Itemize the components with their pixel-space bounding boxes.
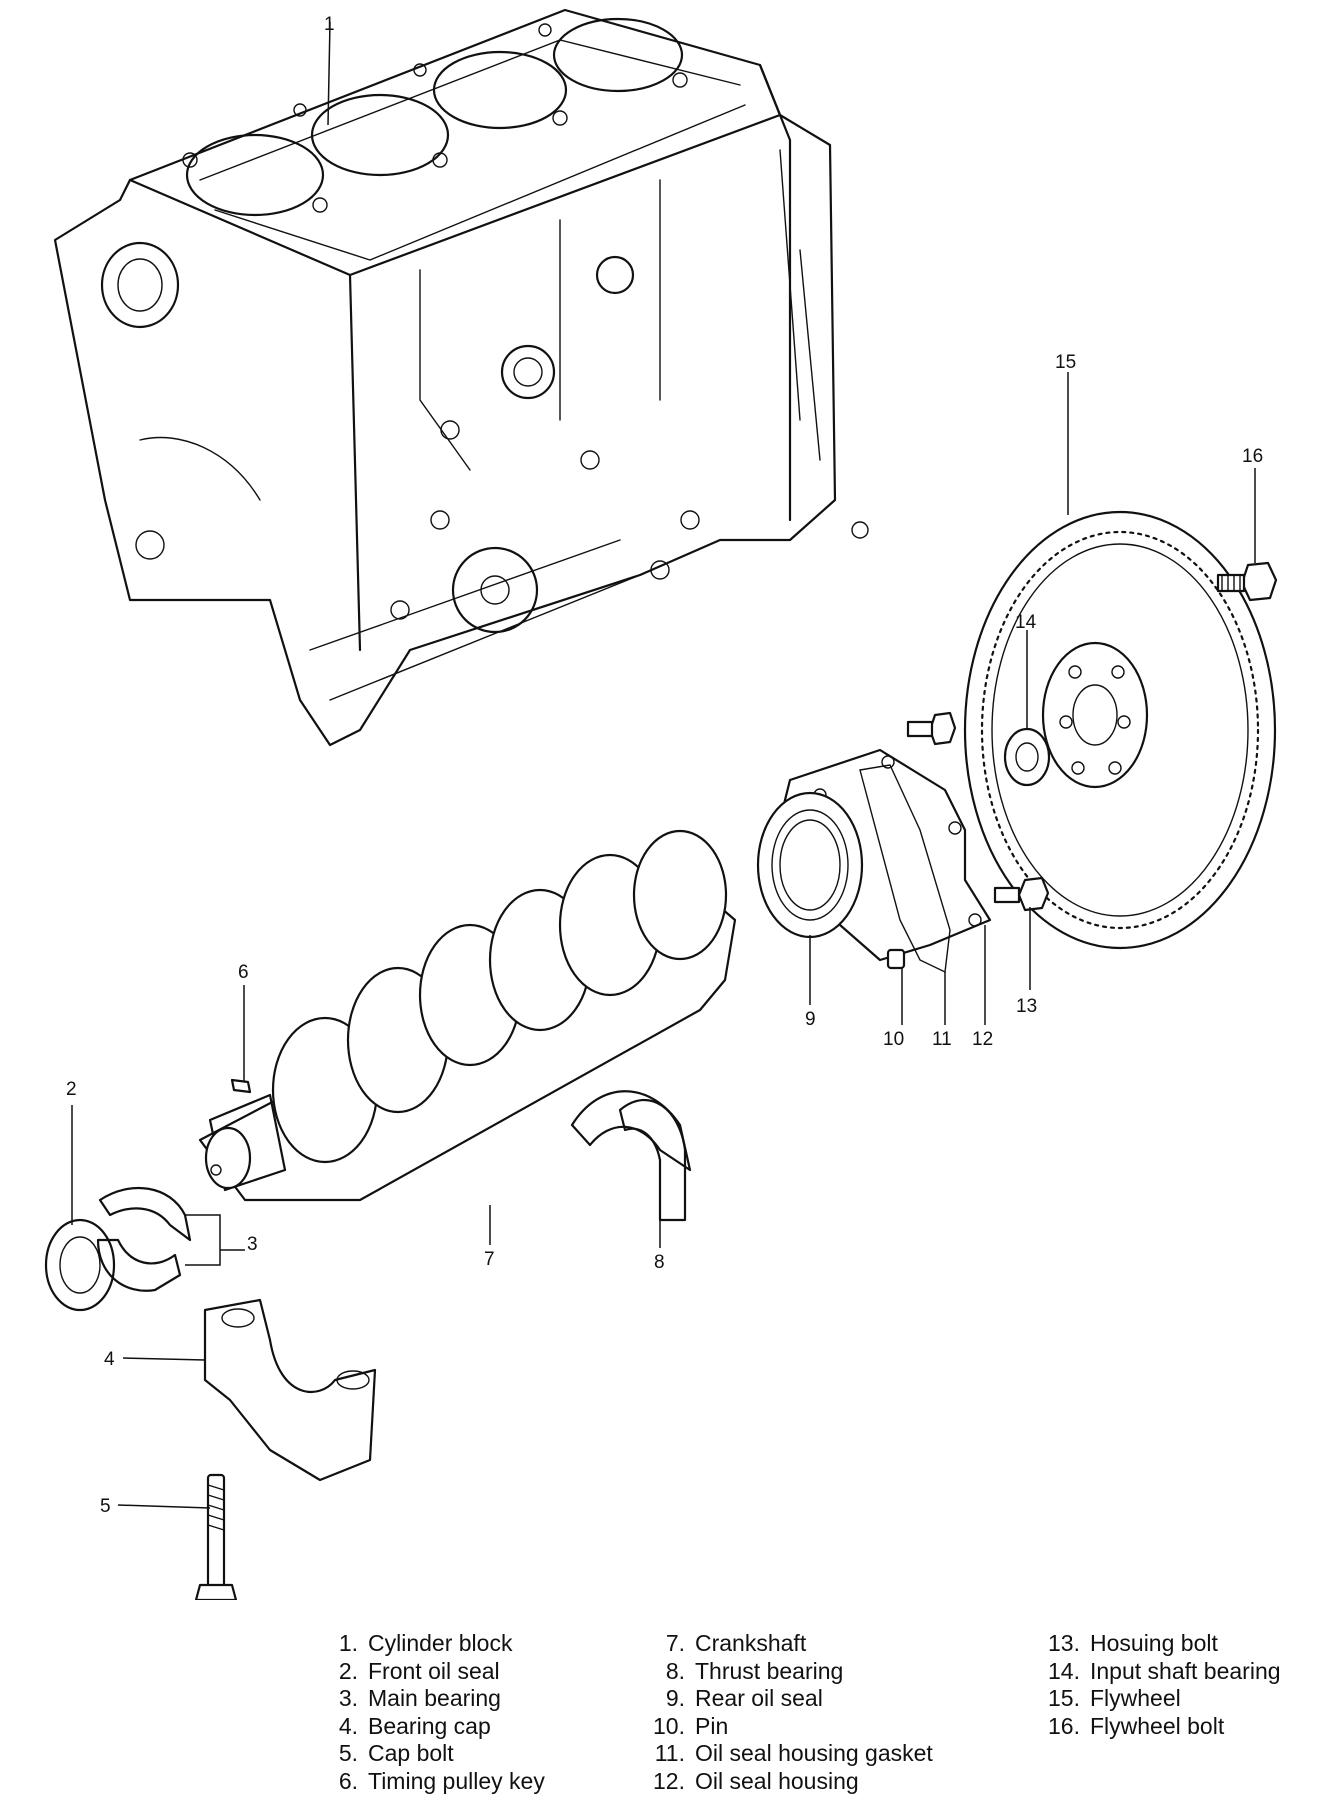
housing-bolt-upper xyxy=(906,711,957,746)
timing-pulley-key xyxy=(230,1078,252,1094)
legend-item: 1. Cylinder block xyxy=(328,1630,545,1658)
legend-number: 12. xyxy=(653,1767,685,1794)
bearing-cap xyxy=(203,1298,377,1482)
callout-3: 3 xyxy=(247,1234,258,1255)
callout-14: 14 xyxy=(1015,612,1037,633)
callout-5: 5 xyxy=(100,1496,111,1517)
legend-number: 7. xyxy=(665,1630,685,1656)
legend-number: 15. xyxy=(1048,1685,1080,1711)
callout-13: 13 xyxy=(1016,996,1037,1017)
legend-number: 8. xyxy=(665,1657,685,1684)
engine-block-exploded-diagram: 1 2 3 4 5 6 7 8 9 10 11 12 13 14 15 16 xyxy=(44,8,1278,1600)
legend-item: 12. Oil seal housing xyxy=(645,1768,933,1796)
pin xyxy=(886,948,906,970)
rear-oil-seal xyxy=(756,791,864,939)
legend-number: 10. xyxy=(653,1712,685,1739)
callout-16: 16 xyxy=(1242,446,1263,467)
callout-1: 1 xyxy=(324,14,335,35)
callout-4: 4 xyxy=(104,1349,115,1370)
crankshaft xyxy=(198,829,737,1202)
callout-2: 2 xyxy=(66,1079,77,1100)
legend-number: 3. xyxy=(338,1685,358,1711)
legend-label: Flywheel xyxy=(1090,1685,1181,1711)
callout-10: 10 xyxy=(883,1029,904,1050)
parts-legend-column-1: 1. Cylinder block 2. Front oil seal 3. Main… xyxy=(328,1630,545,1795)
legend-item: 14. Input shaft bearing xyxy=(1040,1658,1281,1686)
legend-number: 11. xyxy=(654,1740,685,1766)
legend-number: 5. xyxy=(338,1740,358,1766)
parts-legend-column-2: 7. Crankshaft 8. Thrust bearing 9. Rear oil… xyxy=(645,1630,933,1795)
legend-label: Front oil seal xyxy=(368,1657,500,1684)
legend-label: Cap bolt xyxy=(368,1740,454,1766)
callout-9: 9 xyxy=(805,1009,816,1030)
legend-item: 7. Crankshaft xyxy=(645,1630,933,1658)
leader-lines xyxy=(71,21,1256,1509)
legend-number: 6. xyxy=(338,1767,358,1794)
legend-item: 16. Flywheel bolt xyxy=(1040,1713,1281,1741)
callout-7: 7 xyxy=(484,1249,495,1270)
legend-label: Input shaft bearing xyxy=(1090,1657,1281,1684)
legend-item: 8. Thrust bearing xyxy=(645,1658,933,1686)
legend-number: 2. xyxy=(338,1657,358,1684)
main-bearing xyxy=(96,1186,192,1292)
legend-label: Pin xyxy=(695,1712,729,1739)
legend-label: Timing pulley key xyxy=(368,1767,545,1794)
legend-label: Cylinder block xyxy=(368,1630,513,1656)
legend-item: 5. Cap bolt xyxy=(328,1740,545,1768)
legend-item: 2. Front oil seal xyxy=(328,1658,545,1686)
legend-label: Oil seal housing gasket xyxy=(695,1740,933,1766)
flywheel xyxy=(963,510,1277,950)
legend-label: Flywheel bolt xyxy=(1090,1712,1225,1739)
legend-number: 9. xyxy=(665,1685,685,1711)
cap-bolt xyxy=(194,1473,238,1600)
callout-15: 15 xyxy=(1055,352,1076,373)
legend-label: Thrust bearing xyxy=(695,1657,844,1684)
legend-number: 1. xyxy=(338,1630,358,1656)
flywheel-bolt xyxy=(1216,561,1278,602)
legend-item: 3. Main bearing xyxy=(328,1685,545,1713)
input-shaft-bearing xyxy=(1003,727,1051,787)
legend-number: 16. xyxy=(1048,1712,1080,1739)
legend-item: 11. Oil seal housing gasket xyxy=(645,1740,933,1768)
legend-label: Rear oil seal xyxy=(695,1685,823,1711)
callout-numbers: 1 2 3 4 5 6 7 8 9 10 11 12 13 14 15 16 xyxy=(66,14,1263,1517)
legend-label: Bearing cap xyxy=(368,1712,491,1739)
callout-6: 6 xyxy=(238,962,249,983)
legend-number: 14. xyxy=(1048,1657,1080,1684)
legend-number: 4. xyxy=(338,1712,358,1739)
legend-label: Hosuing bolt xyxy=(1090,1630,1218,1656)
legend-item: 6. Timing pulley key xyxy=(328,1768,545,1796)
legend-item: 10. Pin xyxy=(645,1713,933,1741)
parts-legend-column-3: 13. Hosuing bolt 14. Input shaft bearing 1… xyxy=(1040,1630,1281,1740)
callout-12: 12 xyxy=(972,1029,993,1050)
housing-bolt xyxy=(993,876,1050,912)
cylinder-block xyxy=(53,8,869,747)
legend-item: 9. Rear oil seal xyxy=(645,1685,933,1713)
legend-label: Crankshaft xyxy=(695,1630,807,1656)
legend-label: Main bearing xyxy=(368,1685,501,1711)
legend-item: 13. Hosuing bolt xyxy=(1040,1630,1281,1658)
callout-8: 8 xyxy=(654,1252,665,1273)
legend-label: Oil seal housing xyxy=(695,1767,859,1794)
legend-item: 15. Flywheel xyxy=(1040,1685,1281,1713)
callout-11: 11 xyxy=(932,1029,952,1050)
legend-item: 4. Bearing cap xyxy=(328,1713,545,1741)
legend-number: 13. xyxy=(1048,1630,1080,1656)
thrust-bearing xyxy=(570,1090,692,1222)
oil-seal-housing-gasket xyxy=(859,764,951,974)
